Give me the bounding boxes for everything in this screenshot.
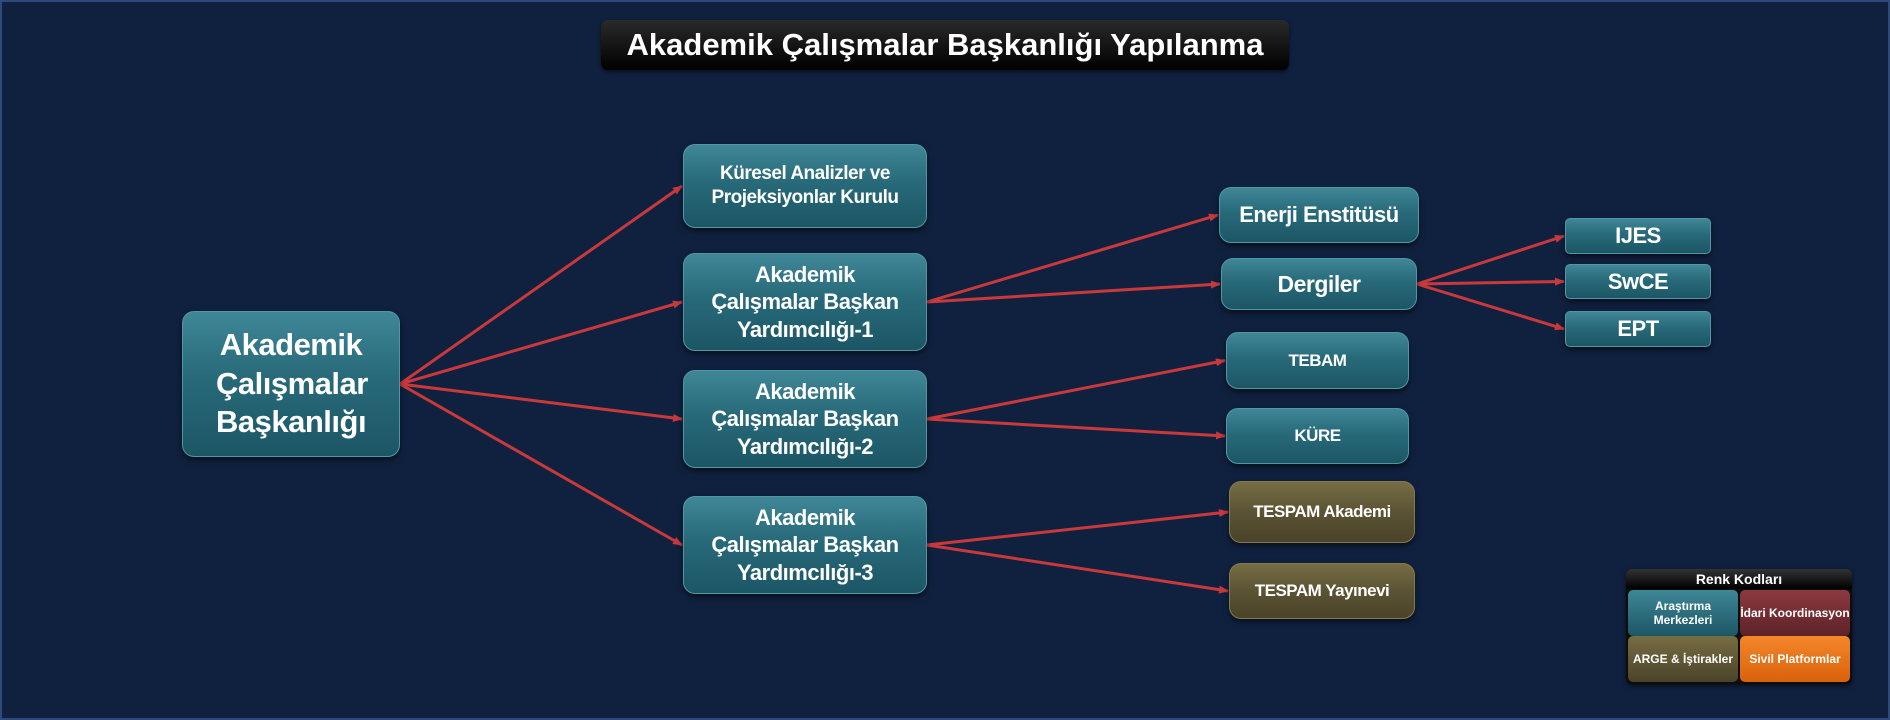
connector-root-vp2 [399,382,683,422]
node-root-label: Akademik Çalışmalar Başkanlığı [216,326,368,440]
node-dergiler-label: Dergiler [1277,270,1361,297]
node-dergiler[interactable]: Dergiler [1221,258,1417,310]
node-ept-label: EPT [1617,316,1659,342]
node-vp1-label: Akademik Çalışmalar Başkan Yardımcılığı-… [711,261,899,342]
node-ijes[interactable]: IJES [1565,218,1711,254]
node-vp1[interactable]: Akademik Çalışmalar Başkan Yardımcılığı-… [683,253,927,351]
legend-civil: Sivil Platformlar [1740,636,1850,682]
page-title: Akademik Çalışmalar Başkanlığı Yapılanma [601,20,1289,70]
connector-dergiler-ept [1416,282,1565,331]
connector-root-vp1 [399,300,683,386]
node-kurul-label: Küresel Analizler ve Projeksiyonlar Kuru… [711,163,899,208]
connector-vp2-tebam [926,358,1226,421]
connector-root-vp3 [399,382,683,547]
connector-vp3-tespam_yayinevi [926,543,1229,594]
node-swce-label: SwCE [1607,268,1669,294]
connector-vp3-tespam_akademi [926,509,1229,547]
color-legend: Renk Kodları Araştırma Merkezleri İdari … [1626,569,1852,684]
node-enerji-label: Enerji Enstitüsü [1239,202,1399,228]
node-tebam[interactable]: TEBAM [1226,332,1409,389]
node-tespam-akademi[interactable]: TESPAM Akademi [1229,481,1415,543]
node-tespam-yayinevi[interactable]: TESPAM Yayınevi [1229,563,1415,619]
node-kure[interactable]: KÜRE [1226,408,1409,464]
connector-root-kurul [399,184,683,386]
connector-vp2-kure [926,417,1226,440]
legend-rnd: ARGE & İştirakler [1628,636,1738,682]
node-kure-label: KÜRE [1294,426,1341,446]
connector-vp1-dergiler [926,280,1221,304]
node-root[interactable]: Akademik Çalışmalar Başkanlığı [182,311,400,457]
node-tespam-yayinevi-label: TESPAM Yayınevi [1254,581,1390,601]
node-kurul[interactable]: Küresel Analizler ve Projeksiyonlar Kuru… [683,144,927,228]
node-vp2[interactable]: Akademik Çalışmalar Başkan Yardımcılığı-… [683,370,927,468]
node-vp3-label: Akademik Çalışmalar Başkan Yardımcılığı-… [711,504,899,585]
connector-dergiler-ijes [1416,234,1565,286]
node-swce[interactable]: SwCE [1565,264,1711,299]
node-tebam-label: TEBAM [1288,350,1347,370]
node-vp2-label: Akademik Çalışmalar Başkan Yardımcılığı-… [711,378,899,459]
legend-research: Araştırma Merkezleri [1628,590,1738,636]
node-tespam-akademi-label: TESPAM Akademi [1253,502,1391,522]
node-enerji[interactable]: Enerji Enstitüsü [1219,187,1419,243]
node-ijes-label: IJES [1615,223,1661,249]
legend-admin: İdari Koordinasyon [1740,590,1850,636]
connector-dergiler-swce [1416,277,1565,286]
node-vp3[interactable]: Akademik Çalışmalar Başkan Yardımcılığı-… [683,496,927,594]
node-ept[interactable]: EPT [1565,311,1711,347]
legend-title: Renk Kodları [1626,569,1852,589]
connector-vp1-enerji [926,213,1219,304]
